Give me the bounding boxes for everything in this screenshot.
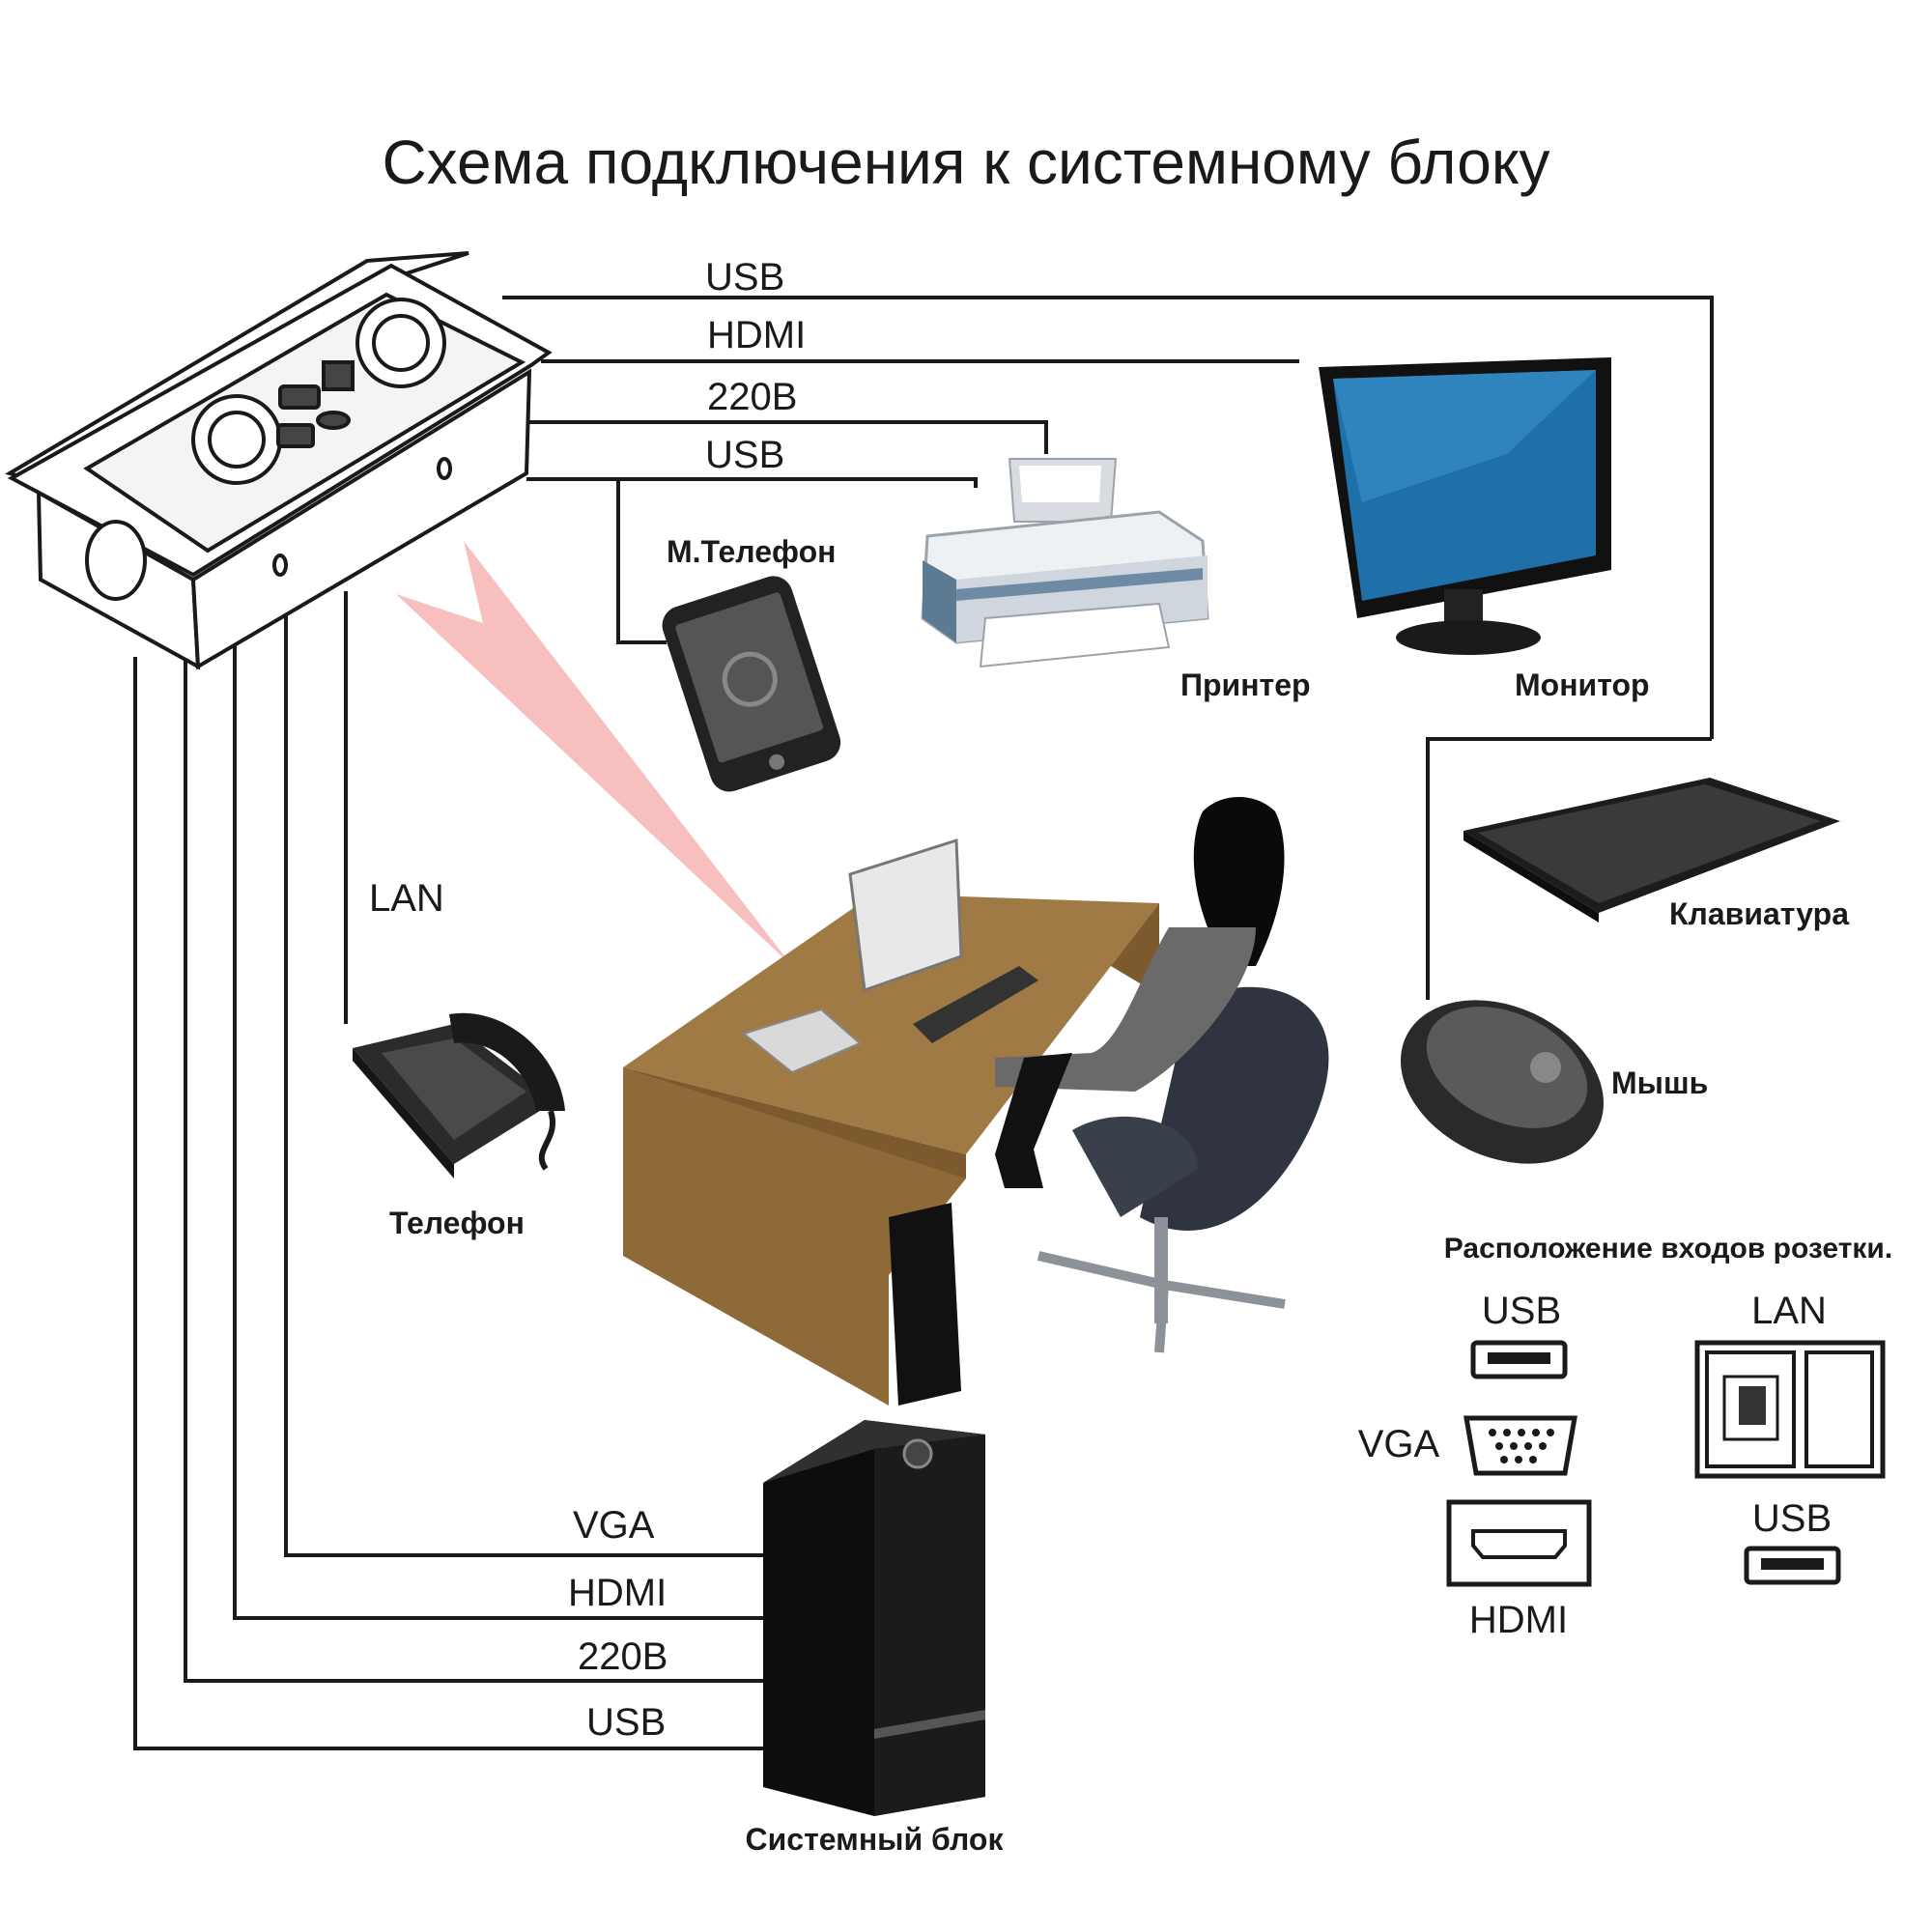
legend-label-usb-top: USB [1482,1290,1561,1332]
label-mouse: Мышь [1611,1065,1708,1100]
label-printer: Принтер [1180,668,1311,702]
highlight-beam [396,541,792,966]
wire-label-hdmi-1: HDMI [707,314,806,356]
wire-label-lan: LAN [369,877,444,920]
wire-usb-top [502,296,1714,739]
wire-label-vga: VGA [573,1504,655,1547]
hdmi-port-icon [1446,1499,1592,1587]
wire-usb-printer [526,477,978,488]
popup-socket-drawing [4,251,553,670]
printer-icon [921,458,1209,668]
wire-label-usb-3: USB [586,1701,666,1744]
wire-label-220-1: 220В [707,376,797,418]
label-mobile-phone: М.Телефон [667,534,836,569]
wire-label-hdmi-2: HDMI [568,1572,667,1614]
diagram-title: Схема подключения к системному блоку [382,128,1549,197]
lan-port-icon [1694,1340,1886,1479]
wire-usb-mobile [616,479,667,644]
desk-phone-icon [353,1012,565,1179]
label-phone: Телефон [389,1206,525,1240]
wire-label-220-2: 220В [578,1635,668,1678]
monitor-icon [1319,357,1611,655]
wire-usb-keyboard-mouse [1426,737,1712,1000]
wire-hdmi-bottom [233,633,763,1620]
office-desk-scene [623,797,1329,1406]
legend-label-vga: VGA [1358,1423,1440,1465]
usb-port-icon [1470,1340,1568,1379]
wire-label-usb-1: USB [705,256,784,298]
legend-label-usb-bottom: USB [1752,1497,1832,1540]
legend-label-lan: LAN [1751,1290,1827,1332]
label-system-unit: Системный блок [746,1822,1005,1857]
label-keyboard: Клавиатура [1669,896,1849,931]
label-monitor: Монитор [1515,668,1650,702]
wires [133,296,1714,1750]
usb-port-icon-bottom [1744,1546,1841,1585]
mouse-icon [1400,1000,1605,1164]
system-unit-icon [763,1420,985,1816]
wire-220-printer [526,420,1048,454]
vga-port-icon [1463,1415,1577,1476]
keyboard-icon [1463,778,1840,923]
wire-220-bottom [184,647,763,1683]
wire-usb-bottom [133,657,763,1750]
legend-title: Расположение входов розетки. [1444,1233,1892,1264]
legend-label-hdmi: HDMI [1469,1599,1568,1641]
wire-label-usb-2: USB [705,434,784,476]
mobile-phone-icon [662,576,841,792]
wire-vga [284,609,763,1557]
